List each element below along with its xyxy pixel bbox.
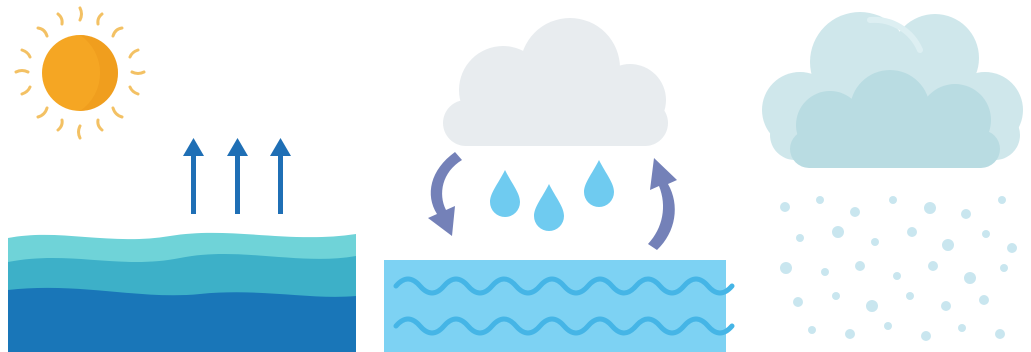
- sun-icon: [16, 8, 144, 138]
- hail-icon: [780, 196, 1017, 341]
- raindrops: [490, 160, 614, 231]
- ocean-waves-icon: [8, 233, 356, 352]
- raindrop-icon: [534, 184, 564, 231]
- condensation-panel: [384, 18, 732, 352]
- storm-cloud-icon: [762, 12, 1023, 168]
- water-waves-icon: [384, 260, 732, 352]
- cycle-arrow-icon: [428, 152, 462, 236]
- precipitation-panel: [762, 12, 1023, 341]
- cloud-icon: [443, 18, 668, 146]
- cycle-arrow-icon: [648, 158, 677, 250]
- raindrop-icon: [584, 160, 614, 207]
- up-arrow-icon: [183, 138, 204, 214]
- raindrop-icon: [490, 170, 520, 217]
- evaporation-panel: [8, 8, 356, 352]
- evaporation-arrows: [183, 138, 291, 214]
- up-arrow-icon: [270, 138, 291, 214]
- up-arrow-icon: [227, 138, 248, 214]
